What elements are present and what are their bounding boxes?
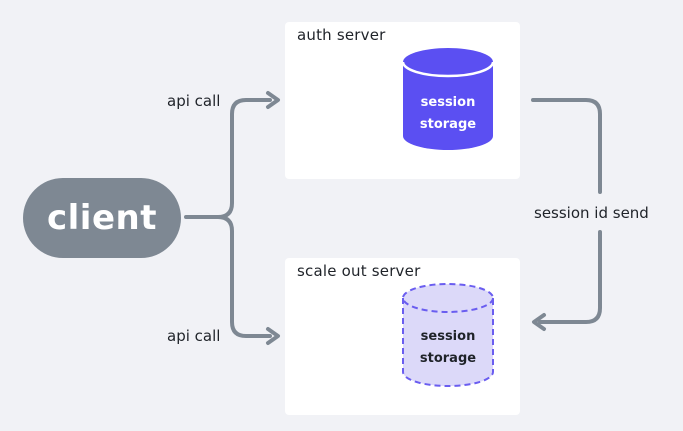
scale-storage-line1: session xyxy=(420,329,476,344)
client-connector xyxy=(184,98,272,219)
session-send-connector-top xyxy=(531,98,602,194)
session-send-connector-bottom xyxy=(538,230,602,324)
api-call-bottom-label: api call xyxy=(167,327,221,345)
client-node: client xyxy=(23,178,181,258)
scale-session-storage-label: session storage xyxy=(403,326,493,370)
auth-storage-line2: storage xyxy=(419,117,477,132)
session-send-arrowhead xyxy=(532,313,546,331)
scale-out-server-title: scale out server xyxy=(297,262,421,280)
client-connector-lower xyxy=(216,215,272,338)
scale-session-storage-cylinder xyxy=(402,283,494,387)
api-call-top-arrowhead xyxy=(266,91,280,109)
scale-storage-line2: storage xyxy=(419,351,477,366)
auth-server-title: auth server xyxy=(297,26,386,44)
auth-session-storage-cylinder xyxy=(401,48,495,150)
auth-session-storage-label: session storage xyxy=(403,92,493,136)
auth-storage-line1: session xyxy=(420,95,476,110)
session-id-send-label: session id send xyxy=(534,204,649,222)
api-call-top-label: api call xyxy=(167,92,221,110)
api-call-bottom-arrowhead xyxy=(266,327,280,345)
client-label: client xyxy=(47,198,157,238)
